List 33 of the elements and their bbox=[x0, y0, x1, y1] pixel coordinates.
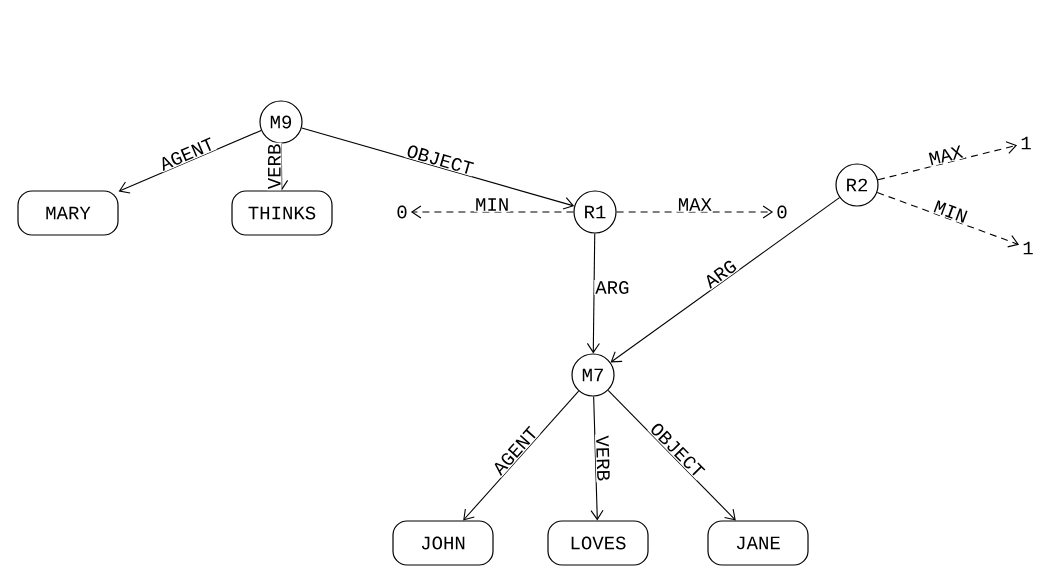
value-text: 0 bbox=[777, 205, 787, 219]
rounded-box: LOVES bbox=[547, 520, 649, 566]
arrow bbox=[607, 389, 736, 521]
arrow bbox=[616, 205, 774, 219]
edge-label: MAX bbox=[926, 143, 966, 167]
arrow bbox=[876, 191, 1020, 248]
arrow bbox=[410, 205, 574, 219]
edge-label: VERB bbox=[595, 434, 611, 483]
value-text: 0 bbox=[397, 205, 407, 219]
arrow bbox=[590, 396, 604, 521]
edge-label: MAX bbox=[676, 197, 713, 212]
circle-node: M9 bbox=[259, 100, 303, 144]
circle-node: R1 bbox=[573, 190, 617, 234]
circle-node: M7 bbox=[571, 353, 615, 397]
edge-label: VERB bbox=[267, 142, 282, 191]
arrow bbox=[301, 127, 575, 210]
edge-label: MIN bbox=[931, 198, 971, 225]
rounded-box: MARY bbox=[17, 190, 119, 236]
value-text: 1 bbox=[1023, 241, 1033, 255]
circle-node: R2 bbox=[835, 163, 879, 207]
rounded-box: JOHN bbox=[392, 520, 494, 566]
arrow bbox=[118, 129, 262, 194]
value-text: 1 bbox=[1021, 136, 1031, 150]
arrow bbox=[877, 141, 1018, 181]
arrow bbox=[586, 233, 600, 354]
edge-label: ARG bbox=[701, 257, 740, 291]
arrow bbox=[463, 390, 580, 521]
edge-label: MIN bbox=[474, 197, 511, 212]
rounded-box: JANE bbox=[707, 520, 809, 566]
edge-label: OBJECT bbox=[404, 142, 476, 177]
rounded-box: THINKS bbox=[231, 190, 333, 236]
edge-label: ARG bbox=[594, 280, 631, 295]
arrow bbox=[610, 197, 841, 363]
